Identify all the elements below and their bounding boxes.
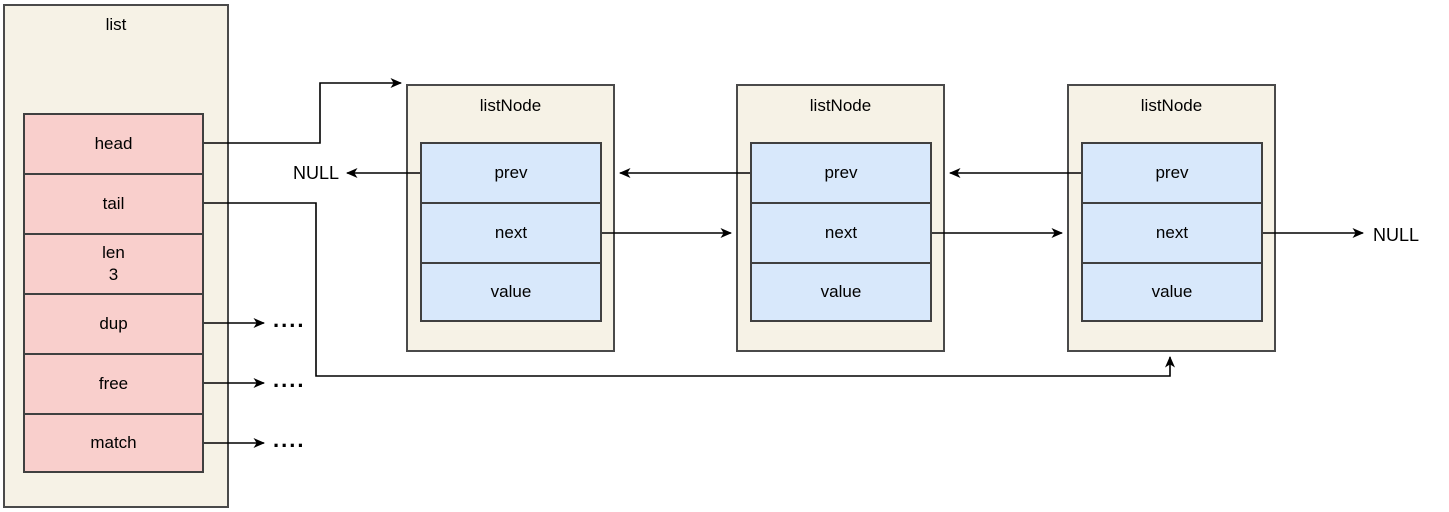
list-field-dup: dup	[23, 293, 204, 353]
listnode-3-title: listNode	[1140, 96, 1203, 115]
list-struct-title: list	[105, 15, 127, 34]
listnode-2-value-label: value	[820, 282, 862, 301]
listnode-3-prev-label: prev	[1155, 163, 1189, 182]
listnode-3-next: next	[1081, 202, 1263, 262]
listnode-1-next: next	[420, 202, 602, 262]
listnode-1-value-label: value	[490, 282, 532, 301]
listnode-2-title: listNode	[809, 96, 872, 115]
listnode-2-value: value	[750, 262, 932, 322]
arrow-head-to-node1	[204, 78, 402, 144]
listnode-3-prev: prev	[1081, 142, 1263, 202]
listnode-3-next-label: next	[1155, 223, 1189, 242]
listnode-1-prev: prev	[420, 142, 602, 202]
listnode-2-prev-label: prev	[824, 163, 858, 182]
list-field-len-label: len	[102, 243, 125, 262]
listnode-3-value: value	[1081, 262, 1263, 322]
list-field-len-value: 3	[108, 265, 119, 284]
list-field-tail-label: tail	[102, 194, 125, 213]
listnode-1-title: listNode	[479, 96, 542, 115]
listnode-1-value: value	[420, 262, 602, 322]
listnode-2-next: next	[750, 202, 932, 262]
list-field-head: head	[23, 113, 204, 173]
dots-dup: ....	[273, 307, 306, 332]
listnode-1-next-label: next	[494, 223, 528, 242]
dots-free: ....	[273, 367, 306, 392]
list-field-len: len 3	[23, 233, 204, 293]
listnode-2-prev: prev	[750, 142, 932, 202]
list-field-free-label: free	[98, 374, 129, 393]
list-field-match: match	[23, 413, 204, 473]
list-field-tail: tail	[23, 173, 204, 233]
listnode-2-next-label: next	[824, 223, 858, 242]
list-field-dup-label: dup	[99, 314, 128, 333]
list-field-match-label: match	[90, 433, 137, 452]
arrow-tail-to-node3	[204, 202, 1175, 377]
listnode-1-prev-label: prev	[494, 163, 528, 182]
null-label-prev: NULL	[292, 163, 339, 183]
list-field-head-label: head	[94, 134, 133, 153]
null-label-next: NULL	[1373, 225, 1420, 245]
dots-match: ....	[273, 427, 306, 452]
listnode-3-value-label: value	[1151, 282, 1193, 301]
list-field-free: free	[23, 353, 204, 413]
